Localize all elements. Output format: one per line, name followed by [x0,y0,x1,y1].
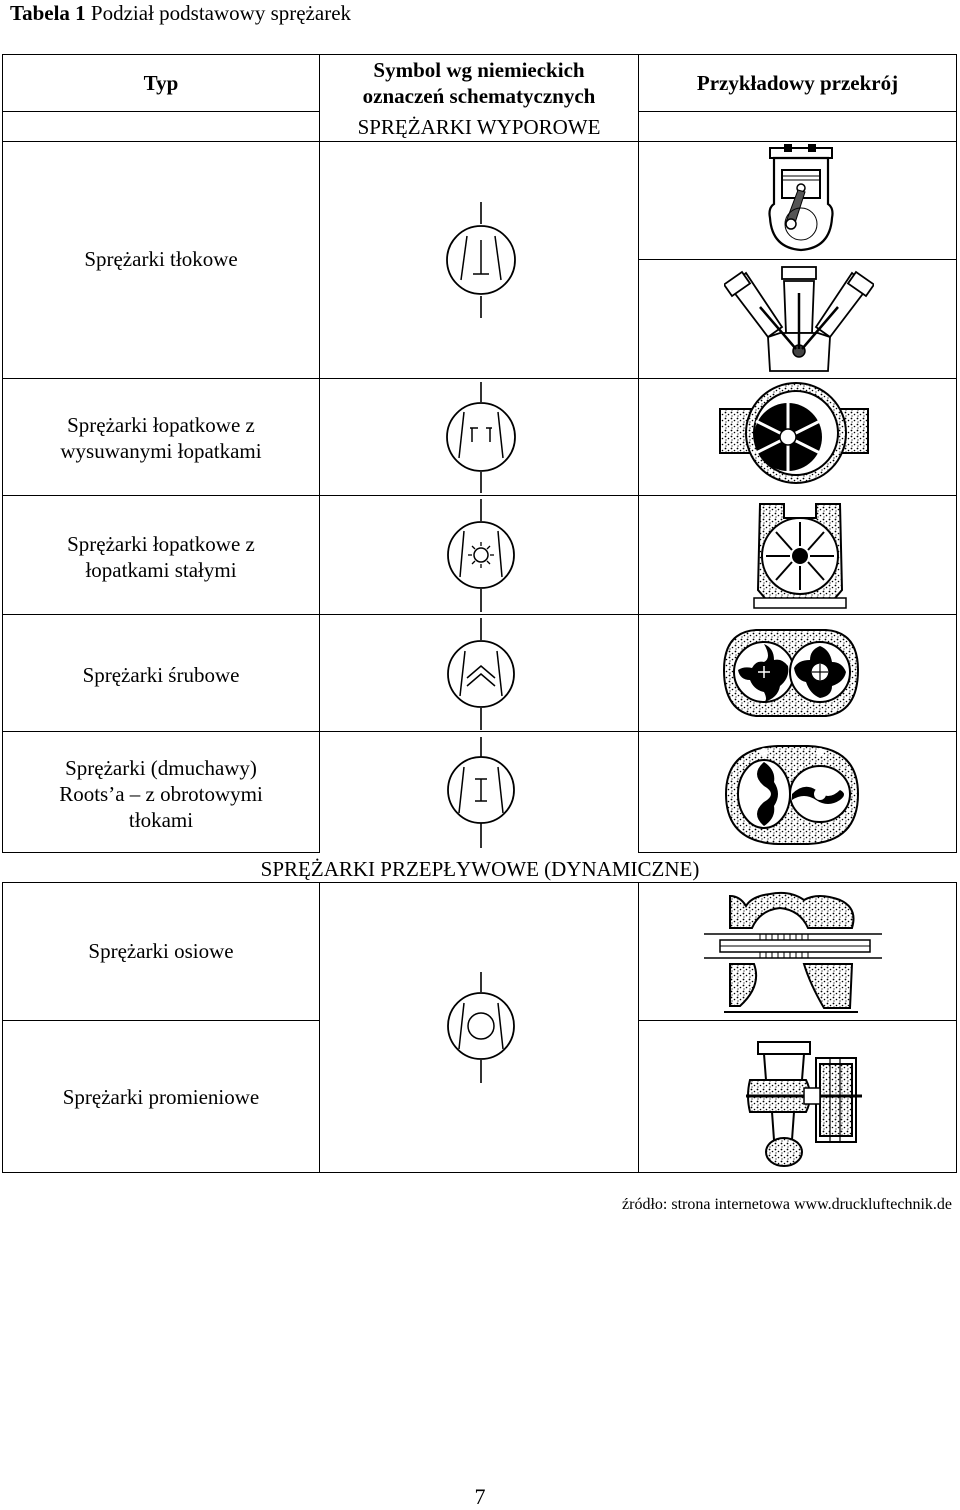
screw-cross-section-icon [722,629,860,717]
group-dynamic: SPRĘŻARKI PRZEPŁYWOWE (DYNAMICZNE) [260,857,700,881]
row-label-roots: Sprężarki (dmuchawy) Roots’a – z obrotow… [3,755,319,833]
header-example: Przykładowy przekrój [696,71,899,95]
page-number: 7 [474,1484,486,1509]
symbol-piston-icon [446,202,516,318]
row-label-fixed-vane: Sprężarki łopatkowe z łopatkami stałymi [3,531,319,583]
header-symbol-line2: oznaczeń schematycznych [362,84,596,108]
header-typ: Typ [143,71,179,95]
header-symbol: Symbol wg niemieckich oznaczeń schematyc… [320,57,638,109]
radial-cross-section-icon [746,1041,862,1167]
row-label-vane-line2: wysuwanymi łopatkami [60,439,262,463]
roots-cross-section-icon [724,745,860,845]
symbol-screw-icon [447,618,515,730]
symbol-sliding-vane-icon [446,382,516,493]
row-label-piston: Sprężarki tłokowe [84,247,238,271]
v-piston-cross-section-icon [724,266,874,372]
symbol-fixed-vane-icon [447,499,515,612]
row-label-vane: Sprężarki łopatkowe z wysuwanymi łopatka… [3,412,319,464]
table-label: Tabela 1 [10,1,86,25]
row-label-roots-line2: Roots’a – z obrotowymi [59,782,263,806]
table-title: Podział podstawowy sprężarek [90,1,352,25]
row-label-roots-line1: Sprężarki (dmuchawy) [65,756,257,780]
row-label-vane-line1: Sprężarki łopatkowe z [67,413,255,437]
row-label-fixed-line2: łopatkami stałymi [85,558,237,582]
piston-cross-section-icon [768,144,834,252]
symbol-roots-icon [447,737,515,848]
row-label-axial: Sprężarki osiowe [88,939,234,963]
header-symbol-line1: Symbol wg niemieckich [373,58,585,82]
group-displacement: SPRĘŻARKI WYPOROWE [357,115,601,139]
symbol-dynamic-icon [447,972,515,1083]
row-label-roots-line3: tłokami [128,808,194,832]
sliding-vane-cross-section-icon [719,382,869,484]
fixed-vane-cross-section-icon [753,503,847,609]
row-label-screw: Sprężarki śrubowe [82,663,240,687]
table-caption: Tabela 1 Podział podstawowy sprężarek [10,0,351,26]
source-note: źródło: strona internetowa www.druckluft… [622,1196,952,1213]
row-label-radial: Sprężarki promieniowe [62,1085,260,1109]
row-label-fixed-line1: Sprężarki łopatkowe z [67,532,255,556]
axial-cross-section-icon [704,891,882,1013]
